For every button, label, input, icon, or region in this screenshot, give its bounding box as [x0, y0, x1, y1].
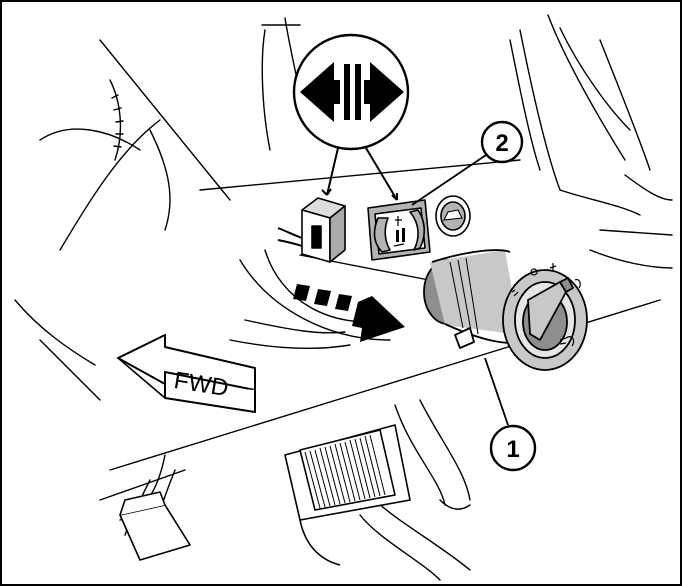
wiring-connector [277, 197, 346, 263]
forward-direction-indicator: FWD [117, 334, 256, 413]
dashed-arrow-icon [293, 284, 405, 342]
magnifier-circle [292, 33, 410, 201]
callout-1: 1 [484, 357, 537, 472]
callout-2-label: 2 [495, 130, 508, 157]
car-trunk-icon [435, 195, 471, 237]
callout-2: 2 [411, 120, 524, 206]
callout-1-label: 1 [506, 436, 519, 463]
fog-lamp-icon [559, 336, 575, 347]
double-headed-arrow-icon [300, 62, 404, 122]
accelerator-pedal [119, 491, 191, 561]
headlamp-switch [423, 249, 588, 371]
switch-panel [367, 199, 431, 261]
dimmer-wheel-icon [373, 217, 391, 253]
brake-pedal [284, 424, 411, 566]
